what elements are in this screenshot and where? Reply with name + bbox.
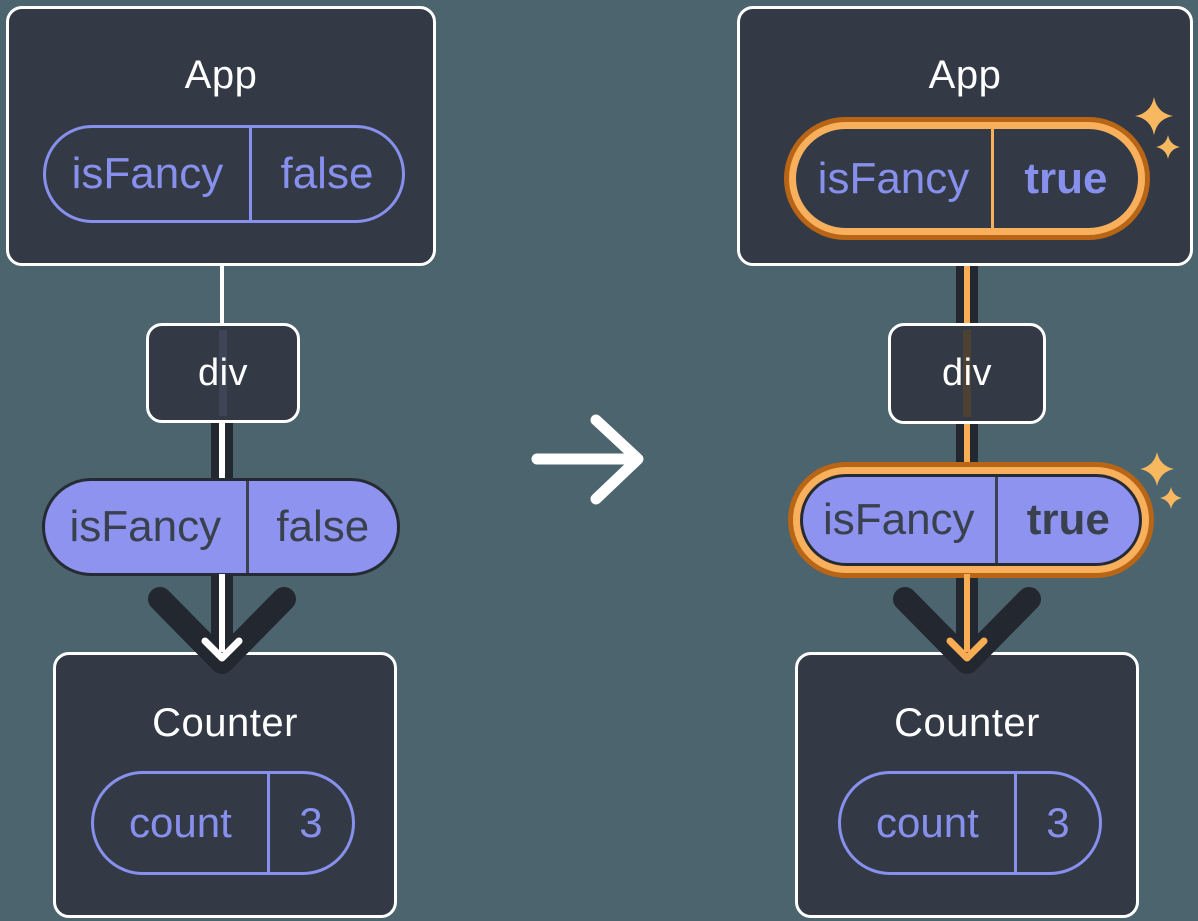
prop-line-behind-div <box>219 330 227 416</box>
prop-pill-isfancy-passed-right-highlighted: isFancy true <box>800 474 1142 566</box>
state-name: count <box>841 774 1017 872</box>
transition-arrow-right-icon <box>531 414 644 505</box>
component-title: Counter <box>894 701 1040 745</box>
component-title: App <box>928 53 1002 97</box>
component-title: App <box>184 53 258 97</box>
div-element-card-left: div <box>146 323 300 423</box>
prop-pill-isfancy-passed-left: isFancy false <box>42 478 400 576</box>
prop-name: isFancy <box>803 477 998 563</box>
counter-component-card-left: Counter count 3 <box>53 652 397 918</box>
flow-arrow-down-right-icon <box>893 574 1041 674</box>
app-component-card-right: App isFancy true <box>737 6 1193 266</box>
prop-value: false <box>276 502 370 551</box>
prop-name: isFancy <box>45 481 249 573</box>
div-element-card-right: div <box>888 323 1046 424</box>
prop-value: true <box>1026 495 1110 544</box>
state-name: count <box>94 774 270 872</box>
prop-pill-isfancy-app-left: isFancy false <box>43 125 405 223</box>
state-value: 3 <box>299 799 323 846</box>
state-value: 3 <box>1046 799 1070 846</box>
state-pill-count-right: count 3 <box>838 771 1102 875</box>
prop-name: isFancy <box>796 129 994 228</box>
prop-value: false <box>280 149 374 198</box>
flow-arrow-down-left-icon <box>148 574 296 674</box>
element-label: div <box>941 352 993 394</box>
element-label: div <box>197 351 249 394</box>
component-title: Counter <box>152 701 298 745</box>
state-pill-count-left: count 3 <box>91 771 355 875</box>
prop-name: isFancy <box>46 128 252 220</box>
prop-pill-isfancy-app-right-highlighted: isFancy true <box>789 122 1145 235</box>
prop-value: true <box>1024 153 1108 203</box>
app-component-card-left: App isFancy false <box>6 6 436 266</box>
sparkle-icon <box>1140 452 1182 509</box>
counter-component-card-right: Counter count 3 <box>795 652 1139 918</box>
